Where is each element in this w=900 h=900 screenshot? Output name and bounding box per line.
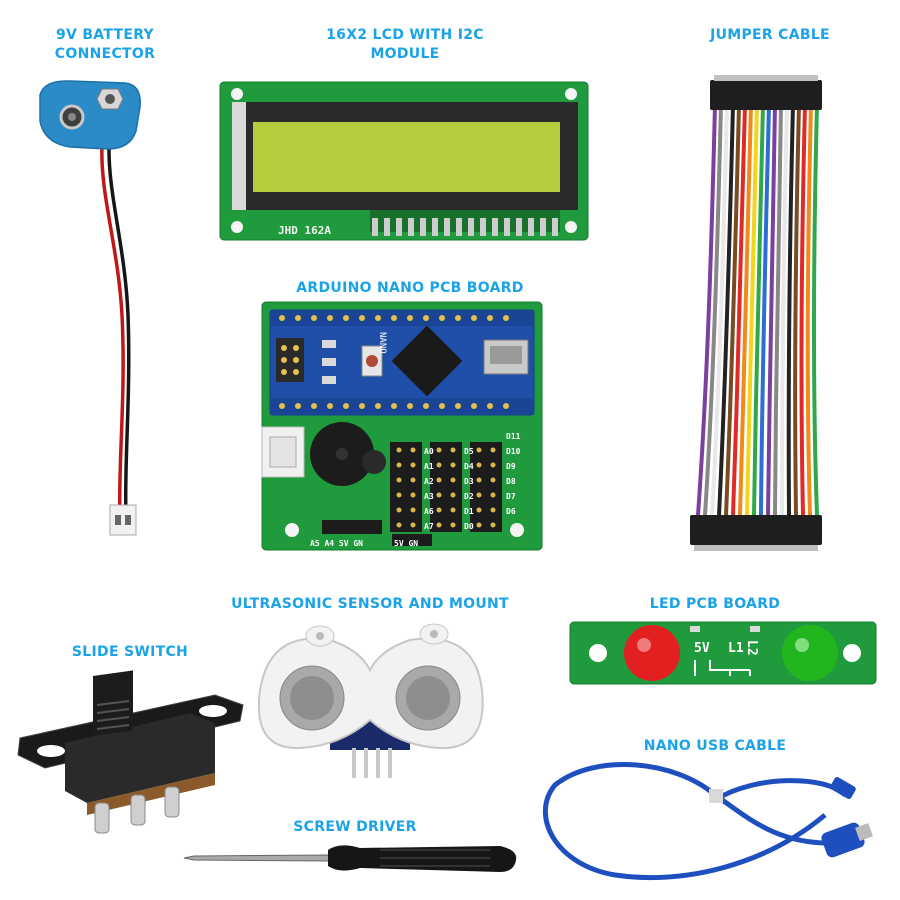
pin-label-a3: A3 <box>424 492 434 501</box>
pin-label-d6: D6 <box>506 507 516 516</box>
led-5v-text: 5V <box>694 641 710 656</box>
pin-label-a0: A0 <box>424 447 434 456</box>
pin-label-d5: D5 <box>464 447 474 456</box>
lcd-label-line2: MODULE <box>370 46 440 62</box>
screwdriver-label: SCREW DRIVER <box>293 819 417 835</box>
battery-label-line1: 9V BATTERY <box>55 27 154 43</box>
lcd-model-text: JHD 162A <box>278 224 331 237</box>
battery-label-line2: CONNECTOR <box>54 46 156 62</box>
bottom-row-text: A5 A4 5V GN <box>310 539 363 548</box>
pin-label-d7: D7 <box>506 492 516 501</box>
pin-label-d8: D8 <box>506 477 516 486</box>
screwdriver-image <box>183 845 517 872</box>
ultrasonic-sensor-image <box>257 623 484 778</box>
ultrasonic-label: ULTRASONIC SENSOR AND MOUNT <box>231 596 509 612</box>
usb-cable-label: NANO USB CABLE <box>643 738 787 754</box>
pin-label-a1: A1 <box>424 462 434 471</box>
jumper-cable-label: JUMPER CABLE <box>710 27 830 43</box>
pin-label-d1: D1 <box>464 507 474 516</box>
pin-label-a7: A7 <box>424 522 434 531</box>
lcd-label-line1: 16X2 LCD WITH I2C <box>326 27 484 43</box>
pin-label-d10: D10 <box>506 447 521 456</box>
pin-label-d0: D0 <box>464 522 474 531</box>
lcd-module-image: JHD 162A <box>219 81 589 241</box>
pin-label-a2: A2 <box>424 477 434 486</box>
usb-cable-image <box>542 761 873 880</box>
pin-label-d2: D2 <box>464 492 474 501</box>
pin-label-a6: A6 <box>424 507 434 516</box>
led-l2-text: L2 <box>744 640 759 656</box>
pin-label-d3: D3 <box>464 477 474 486</box>
led-l1-text: L1 <box>728 641 744 656</box>
power-row-text: 5V GN <box>394 539 418 548</box>
slide-switch-image <box>17 670 244 834</box>
nano-board-label: ARDUINO NANO PCB BOARD <box>296 280 524 296</box>
nano-pcb-board-image: NANO A0 A1 A2 A3 A6 A7 <box>261 301 543 551</box>
battery-connector-label: 9V BATTERY CONNECTOR <box>30 26 180 64</box>
pin-label-d9: D9 <box>506 462 516 471</box>
pin-label-d11: D11 <box>506 432 521 441</box>
lcd-label: 16X2 LCD WITH I2C MODULE <box>300 26 510 64</box>
battery-connector-image <box>39 80 141 536</box>
nano-text: NANO <box>377 332 387 354</box>
led-board-label: LED PCB BOARD <box>649 596 781 612</box>
pin-label-d4: D4 <box>464 462 474 471</box>
slide-switch-label: SLIDE SWITCH <box>71 644 189 660</box>
led-pcb-board-image: 5V L1 L2 <box>569 621 877 685</box>
jumper-cable-image <box>690 75 822 551</box>
